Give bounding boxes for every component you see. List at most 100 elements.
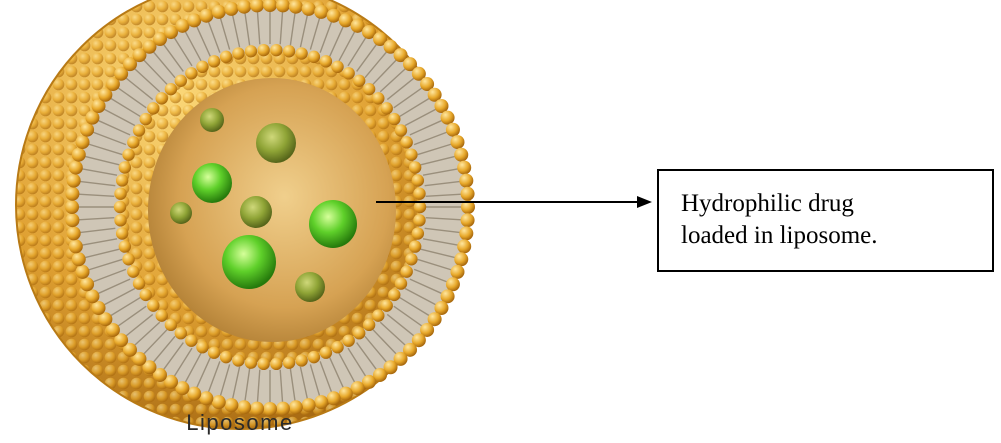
lipid-head-inner [320, 346, 332, 358]
lipid-head-inner [133, 124, 145, 136]
lipid-head-inner [413, 187, 425, 199]
lipid-head-inner [400, 265, 412, 277]
lipid-head-inner [405, 253, 417, 265]
lipid-head-inner [372, 92, 384, 104]
lipid-head-inner [175, 75, 187, 87]
lipid-head-outer [65, 200, 79, 214]
lipid-head-inner [122, 253, 134, 265]
lipid-head-outer [314, 5, 328, 19]
lipid-head-inner [245, 357, 257, 369]
lipid-head-inner [147, 102, 159, 114]
lipid-head-inner [122, 148, 134, 160]
lipid-head-outer [461, 187, 475, 201]
lipid-head-inner [232, 354, 244, 366]
lipid-head-inner [400, 136, 412, 148]
lipid-head-outer [450, 265, 464, 279]
drug-molecule [240, 196, 272, 228]
lipid-head-inner [295, 354, 307, 366]
lipid-head-outer [67, 174, 81, 188]
lipid-head-inner [270, 358, 282, 370]
drug-molecule [200, 108, 224, 132]
lipid-head-outer [199, 391, 213, 405]
lipid-head-inner [196, 61, 208, 73]
lipid-head-outer [327, 391, 341, 405]
lipid-head-inner [409, 161, 421, 173]
lipid-head-outer [65, 213, 79, 227]
lipid-head-inner [147, 299, 159, 311]
drug-molecule [192, 163, 232, 203]
lipid-head-inner [308, 351, 320, 363]
lipid-head-inner [116, 227, 128, 239]
lipid-head-inner [388, 289, 400, 301]
lipid-head-inner [409, 240, 421, 252]
lipid-head-inner [388, 113, 400, 125]
lipid-head-inner [412, 174, 424, 186]
lipid-head-outer [212, 5, 226, 19]
lipid-head-outer [72, 252, 86, 266]
lipid-head-inner [127, 265, 139, 277]
lipid-head-inner [270, 44, 282, 56]
lipid-head-outer [457, 161, 471, 175]
lipid-head-inner [295, 47, 307, 59]
lipid-head-inner [283, 45, 295, 57]
lipid-head-outer [76, 265, 90, 279]
lipid-head-inner [381, 102, 393, 114]
lipid-head-inner [208, 55, 220, 67]
lipid-head-outer [302, 2, 316, 16]
lipid-head-outer [461, 213, 475, 227]
lipid-head-inner [405, 148, 417, 160]
lipid-head-inner [116, 174, 128, 186]
lipid-head-inner [353, 327, 365, 339]
lipid-head-outer [450, 135, 464, 149]
lipid-head-inner [245, 45, 257, 57]
lipid-head-outer [212, 395, 226, 409]
lipid-head-outer [454, 148, 468, 162]
lipid-head-inner [185, 67, 197, 79]
lipid-head-outer [85, 289, 99, 303]
lipid-head-inner [412, 227, 424, 239]
lipid-head-outer [289, 0, 303, 14]
lipid-head-inner [395, 124, 407, 136]
callout-label: Hydrophilic drug loaded in liposome. [681, 188, 992, 252]
lipid-head-inner [196, 341, 208, 353]
lipid-head-inner [133, 277, 145, 289]
lipid-head-inner [232, 47, 244, 59]
lipid-head-inner [156, 92, 168, 104]
lipid-head-inner [413, 214, 425, 226]
lipid-head-inner [156, 309, 168, 321]
lipid-head-inner [119, 161, 131, 173]
drug-molecule [295, 272, 325, 302]
lipid-head-inner [363, 319, 375, 331]
drug-molecule [170, 202, 192, 224]
lipid-head-inner [140, 113, 152, 125]
lipid-head-outer [69, 161, 83, 175]
lipid-head-outer [65, 187, 79, 201]
lipid-head-inner [220, 351, 232, 363]
lipid-head-inner [342, 67, 354, 79]
lipid-head-outer [446, 123, 460, 137]
lipid-head-inner [395, 277, 407, 289]
lipid-head-outer [80, 277, 94, 291]
drug-molecule [256, 123, 296, 163]
lipid-head-outer [457, 239, 471, 253]
lipid-head-outer [459, 174, 473, 188]
lipid-head-outer [237, 0, 251, 14]
lipid-head-inner [283, 357, 295, 369]
lipid-head-outer [327, 9, 341, 23]
lipid-head-inner [331, 61, 343, 73]
drug-molecule [222, 235, 276, 289]
lipid-head-outer [314, 395, 328, 409]
lipid-head-inner [308, 51, 320, 63]
lipid-head-outer [454, 252, 468, 266]
lipid-head-inner [220, 51, 232, 63]
callout-box: Hydrophilic drug loaded in liposome. [657, 169, 994, 272]
lipid-head-inner [127, 136, 139, 148]
lipid-head-outer [459, 226, 473, 240]
lipid-head-inner [165, 83, 177, 95]
lipid-head-inner [114, 214, 126, 226]
lipid-head-outer [187, 13, 201, 27]
diagram-caption: Liposome [150, 410, 330, 436]
lipid-head-inner [257, 358, 269, 370]
lipid-head-inner [140, 289, 152, 301]
lipid-head-outer [80, 123, 94, 137]
